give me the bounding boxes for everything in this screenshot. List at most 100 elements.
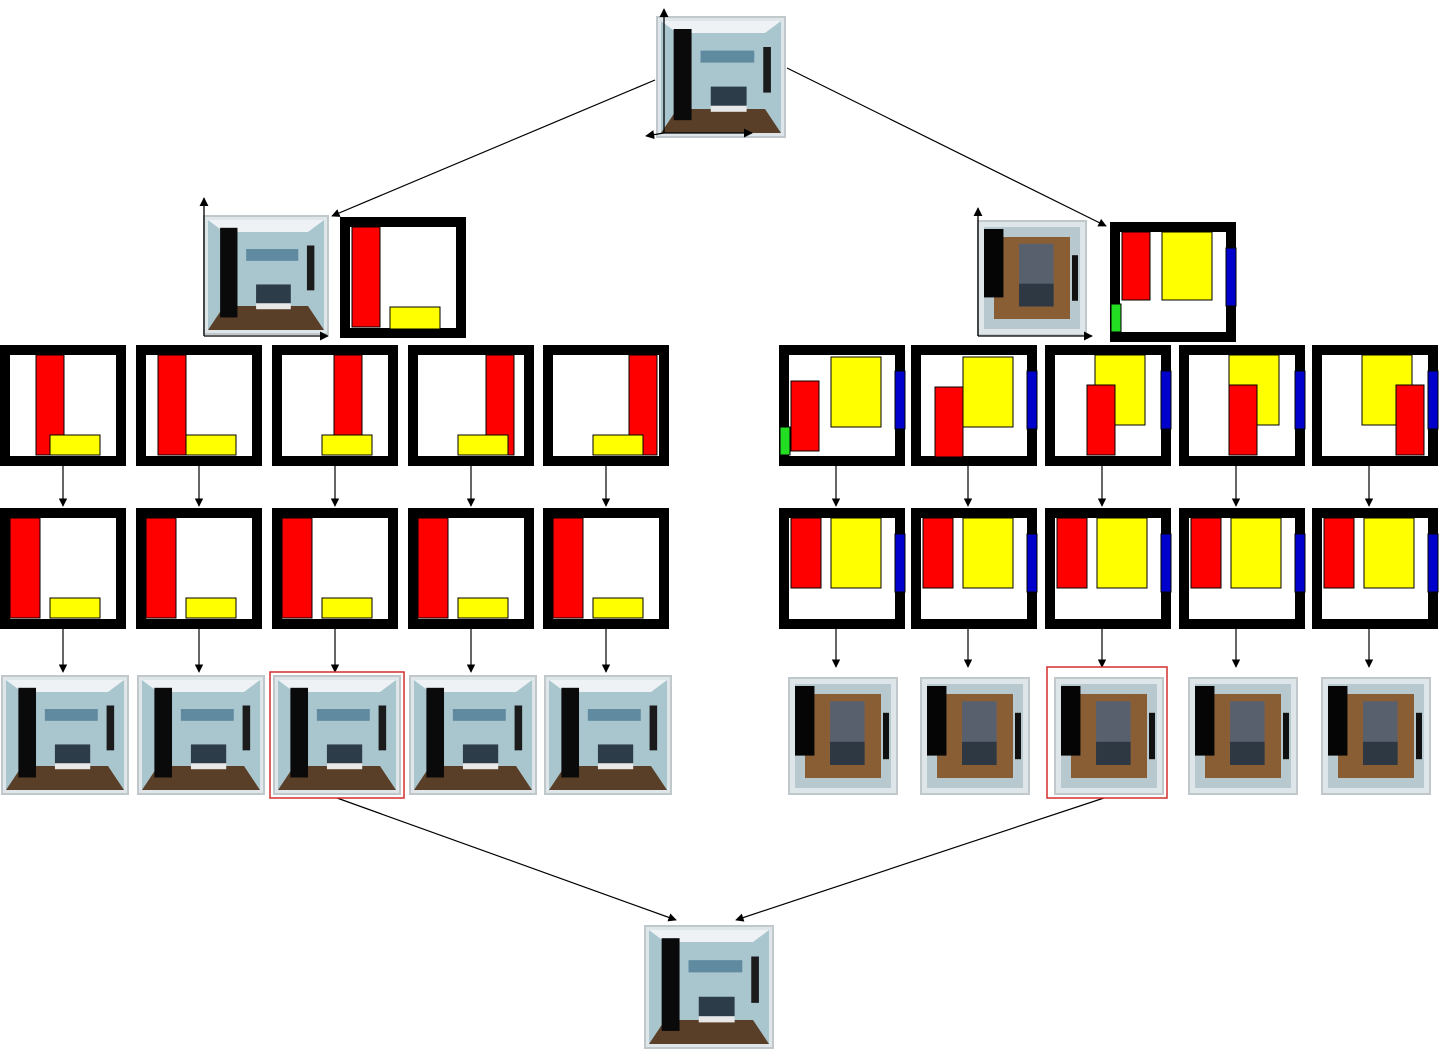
bed-block xyxy=(830,517,882,589)
top-refined-layout xyxy=(779,508,906,629)
bed-block xyxy=(592,434,644,456)
wardrobe-shape xyxy=(984,229,1004,298)
window-block xyxy=(1160,533,1172,593)
front-candidate-layout xyxy=(408,345,534,466)
wardrobe-block xyxy=(1228,384,1258,456)
window-shape xyxy=(649,705,658,751)
window-block xyxy=(1225,247,1237,307)
bed-shape xyxy=(698,996,735,1017)
wardrobe-block xyxy=(934,386,964,458)
front-candidate-layout xyxy=(543,345,669,466)
arrow-front-to-output xyxy=(336,797,677,922)
door-block xyxy=(1110,303,1122,333)
input-axes xyxy=(659,8,753,138)
wall-art xyxy=(316,709,370,721)
window-block xyxy=(1294,533,1306,593)
front-refined-layout xyxy=(136,508,262,629)
bed-blanket xyxy=(830,741,865,765)
bed-shape xyxy=(462,744,499,764)
wardrobe-shape xyxy=(927,686,947,756)
top-refined-layout xyxy=(1179,508,1306,629)
window-block xyxy=(1160,370,1172,430)
bed-blanket xyxy=(1363,741,1398,765)
arrow-to-top-branch xyxy=(786,67,1107,227)
bed-shape xyxy=(54,744,91,764)
wardrobe-block xyxy=(790,517,822,589)
top-candidate-layout xyxy=(911,345,1038,466)
axis-z xyxy=(645,130,665,140)
bed-block xyxy=(321,434,373,456)
bed-block xyxy=(1230,517,1282,589)
bed-block xyxy=(185,434,237,456)
wardrobe-block xyxy=(145,517,177,619)
bed-block xyxy=(1096,517,1148,589)
arrow-to-front-branch xyxy=(331,79,656,217)
wardrobe-shape xyxy=(673,29,692,121)
selected-highlight xyxy=(269,671,405,799)
wall-art xyxy=(587,709,641,721)
wardrobe-block xyxy=(1190,517,1222,589)
front-result-render-icon xyxy=(137,675,265,795)
wall-art xyxy=(688,960,743,973)
top-candidate-layout xyxy=(1179,345,1306,466)
selected-highlight xyxy=(1046,666,1168,799)
wardrobe-block xyxy=(790,380,820,452)
top-initial-layout xyxy=(1110,222,1237,342)
wardrobe-block xyxy=(1056,517,1088,589)
bed-base xyxy=(698,1016,735,1023)
arrow-top-to-output xyxy=(735,797,1105,922)
front-candidate-layout xyxy=(136,345,262,466)
window-shape xyxy=(763,47,771,93)
wardrobe-shape xyxy=(154,687,173,778)
bed-base xyxy=(256,303,291,310)
bed-blanket xyxy=(1096,741,1131,765)
wardrobe-shape xyxy=(426,687,445,778)
wall-art xyxy=(180,709,234,721)
window-shape xyxy=(306,245,315,291)
bed-block xyxy=(830,356,882,428)
perspective-room-render-icon xyxy=(656,16,786,138)
wardrobe-block xyxy=(9,517,41,619)
wardrobe-block xyxy=(1323,517,1355,589)
front-view-axes xyxy=(199,197,329,341)
wardrobe-block xyxy=(552,517,584,619)
window-shape xyxy=(1015,712,1021,760)
bed-blanket xyxy=(1019,283,1054,307)
top-result-render-icon xyxy=(920,677,1030,795)
bed-block xyxy=(49,434,101,456)
window-shape xyxy=(242,705,251,751)
bed-base xyxy=(462,763,499,770)
top-result-render-icon xyxy=(1321,677,1431,795)
bed-base xyxy=(710,105,747,112)
wall-art xyxy=(700,50,755,63)
wardrobe-shape xyxy=(795,686,815,756)
window-shape xyxy=(1283,712,1289,760)
wardrobe-shape xyxy=(290,687,309,778)
wardrobe-shape xyxy=(661,938,680,1031)
window-shape xyxy=(883,712,889,760)
front-candidate-layout xyxy=(272,345,398,466)
bed-block xyxy=(962,356,1014,428)
top-candidate-layout xyxy=(1045,345,1172,466)
bed-shape xyxy=(710,86,747,106)
bed-block xyxy=(1363,517,1415,589)
top-result-render-icon xyxy=(1054,677,1164,795)
wardrobe-shape xyxy=(220,227,238,318)
window-block xyxy=(1026,370,1038,430)
front-refined-layout xyxy=(543,508,669,629)
top-candidate-layout xyxy=(779,345,906,466)
wardrobe-block xyxy=(1395,384,1425,456)
bed-blanket xyxy=(962,741,997,765)
top-candidate-layout xyxy=(1312,345,1439,466)
wardrobe-shape xyxy=(18,687,37,778)
wardrobe-block xyxy=(281,517,313,619)
bed-base xyxy=(190,763,227,770)
bed-base xyxy=(326,763,363,770)
window-block xyxy=(1294,370,1306,430)
bed-blanket xyxy=(1230,741,1265,765)
bed-base xyxy=(597,763,634,770)
bed-block xyxy=(962,517,1014,589)
front-view-room-render-icon xyxy=(203,215,329,335)
wardrobe-block xyxy=(417,517,449,619)
window-shape xyxy=(106,705,115,751)
